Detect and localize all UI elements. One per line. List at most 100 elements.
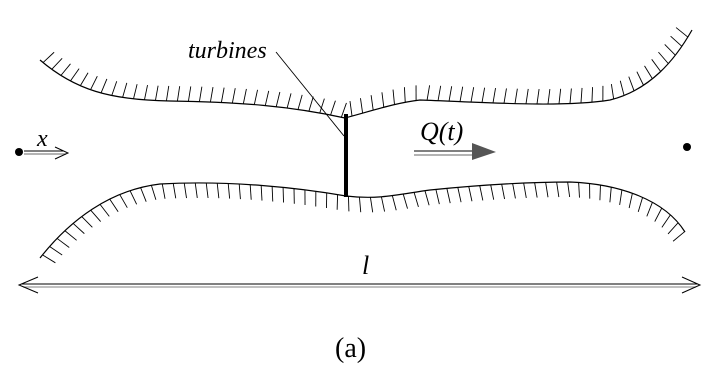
bank-hatch-tick xyxy=(60,63,71,76)
bank-hatch-tick xyxy=(319,98,325,114)
bank-hatch-tick xyxy=(297,94,303,110)
bank-hatch-tick xyxy=(651,59,662,72)
bank-hatch-tick xyxy=(140,187,147,202)
bank-hatch-tick xyxy=(636,71,644,86)
bank-hatch-tick xyxy=(129,190,138,205)
length-label: l xyxy=(362,251,369,280)
bank-hatch-tick xyxy=(402,193,408,209)
upper-bank-hatching xyxy=(42,27,689,118)
bank-hatch-tick xyxy=(360,98,364,114)
x-direction-arrow xyxy=(24,146,70,160)
bank-hatch-tick xyxy=(547,88,551,105)
bank-hatch-tick xyxy=(150,185,157,200)
turbines-label: turbines xyxy=(188,38,267,64)
bank-hatch-tick xyxy=(413,192,419,207)
bank-hatch-tick xyxy=(260,185,263,201)
bank-hatch-tick xyxy=(501,184,506,200)
bank-hatch-tick xyxy=(664,44,676,56)
bank-hatch-tick xyxy=(675,27,689,38)
bank-hatch-tick xyxy=(205,182,209,199)
bank-hatch-tick xyxy=(187,86,192,102)
bank-hatch-tick xyxy=(609,187,612,203)
bank-hatch-tick xyxy=(468,186,473,202)
flow-label: Q(t) xyxy=(420,117,463,146)
bank-hatch-tick xyxy=(490,184,495,200)
bank-hatch-tick xyxy=(275,91,281,107)
bank-hatch-tick xyxy=(99,204,110,217)
bank-hatch-tick xyxy=(569,88,572,104)
bank-hatch-tick xyxy=(556,182,560,198)
bank-hatch-tick xyxy=(56,238,70,248)
bank-hatch-tick xyxy=(619,80,625,96)
bank-hatch-tick xyxy=(392,89,395,105)
bank-hatch-tick xyxy=(330,100,336,116)
bank-hatch-tick xyxy=(90,209,102,222)
bank-hatch-tick xyxy=(525,88,529,104)
bank-hatch-tick xyxy=(492,87,496,104)
bank-hatch-tick xyxy=(534,182,538,198)
bank-hatch-tick xyxy=(198,86,203,102)
bank-hatch-tick xyxy=(503,88,507,104)
bank-hatch-tick xyxy=(154,85,159,101)
bank-hatch-tick xyxy=(70,68,80,82)
bank-hatch-tick xyxy=(161,183,166,199)
bank-hatch-tick xyxy=(79,72,89,86)
bank-hatch-tick xyxy=(308,96,314,112)
bank-hatch-tick xyxy=(654,207,663,222)
bank-hatch-tick xyxy=(658,51,669,64)
bank-hatch-tick xyxy=(183,183,187,199)
bank-hatch-tick xyxy=(349,101,353,117)
bank-hatch-tick xyxy=(172,183,177,199)
bank-hatch-tick xyxy=(558,88,562,104)
bank-hatch-tick xyxy=(512,183,516,199)
lower-bank-hatching xyxy=(42,181,685,264)
left-end-point xyxy=(15,148,23,156)
bank-hatch-tick xyxy=(100,78,108,94)
bank-hatch-tick xyxy=(661,214,671,228)
bank-hatch-tick xyxy=(381,92,385,108)
bank-hatch-tick xyxy=(646,202,653,217)
bank-hatch-tick xyxy=(567,181,571,198)
bank-hatch-tick xyxy=(216,183,220,199)
bank-hatch-tick xyxy=(64,230,77,241)
bank-hatch-tick xyxy=(49,246,63,256)
length-dimension-arrow xyxy=(17,276,702,294)
bank-hatch-tick xyxy=(358,197,362,213)
bank-hatch-tick xyxy=(42,51,55,63)
bank-hatch-tick xyxy=(380,196,386,212)
bank-hatch-tick xyxy=(122,82,128,98)
bank-hatch-tick xyxy=(90,75,98,90)
bank-hatch-tick xyxy=(470,87,475,103)
bank-hatch-tick xyxy=(176,86,181,102)
bank-hatch-tick xyxy=(628,76,635,91)
bank-hatch-tick xyxy=(194,182,198,198)
flow-arrow xyxy=(414,143,496,160)
bank-hatch-tick xyxy=(227,183,231,199)
bank-hatch-tick xyxy=(72,223,85,234)
bank-hatch-tick xyxy=(340,102,347,118)
bank-hatch-tick xyxy=(514,88,518,104)
right-end-point xyxy=(683,143,691,151)
bank-hatch-tick xyxy=(578,182,580,198)
bank-hatch-tick xyxy=(109,198,119,212)
bank-hatch-tick xyxy=(644,65,653,80)
bank-hatch-tick xyxy=(437,85,442,101)
bank-hatch-tick xyxy=(667,222,679,235)
bank-hatch-tick xyxy=(403,87,406,103)
bank-hatch-tick xyxy=(536,88,540,105)
bank-hatch-tick xyxy=(249,184,252,200)
lower-bank xyxy=(39,181,686,259)
bank-hatch-tick xyxy=(523,182,527,199)
bank-hatch-tick xyxy=(238,183,241,200)
bank-hatch-tick xyxy=(242,88,247,104)
bank-hatch-tick xyxy=(391,195,397,211)
bank-hatch-tick xyxy=(479,185,484,201)
bank-hatch-tick xyxy=(370,95,374,111)
bank-hatch-tick xyxy=(51,58,63,70)
bank-hatch-tick xyxy=(591,87,594,103)
bank-hatch-tick xyxy=(264,90,270,106)
bank-hatch-tick xyxy=(119,194,128,208)
bank-hatch-tick xyxy=(209,87,214,103)
bank-hatch-tick xyxy=(231,88,236,104)
bank-hatch-tick xyxy=(672,231,685,242)
